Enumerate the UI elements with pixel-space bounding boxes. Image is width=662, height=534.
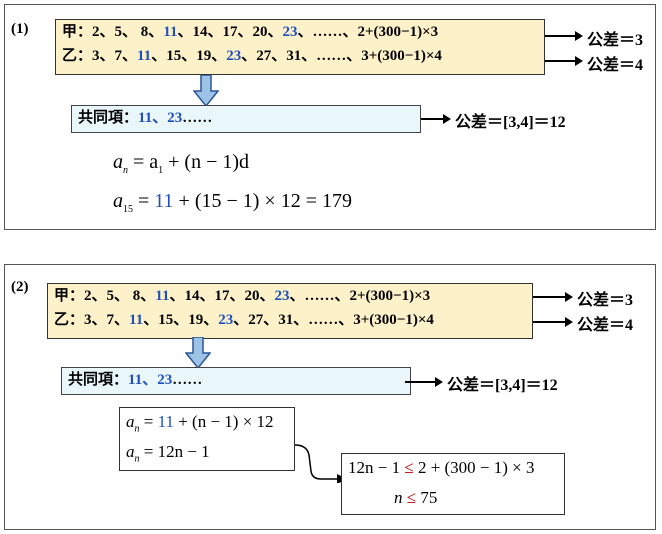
formula-text: = 12n − 1 bbox=[139, 442, 210, 461]
jia-prefix: 甲： bbox=[62, 24, 93, 40]
yi-term: 3、7、 bbox=[92, 48, 138, 64]
formula-text: + (n − 1) × 12 bbox=[173, 412, 274, 431]
formula-sub: n bbox=[134, 453, 140, 465]
less-equal-sign: ≤ bbox=[404, 458, 414, 477]
yi-prefix: 乙： bbox=[62, 48, 93, 64]
formula-text: = bbox=[139, 412, 158, 431]
common-ellipsis: …… bbox=[182, 110, 213, 126]
formula-text: + (15 − 1) × 12 = 179 bbox=[173, 190, 352, 212]
formula-sub: 15 bbox=[123, 204, 133, 215]
sequence-yi: 乙：3、7、11、15、19、23、27、31、……、3+(300−1)×4 bbox=[62, 44, 538, 68]
jia-common-term: 23 bbox=[274, 288, 290, 304]
jia-term: 、14、17、20、 bbox=[169, 288, 275, 304]
arrow-head bbox=[565, 317, 573, 327]
arrow-head bbox=[565, 292, 573, 302]
formula-text: 2 + (300 − 1) × 3 bbox=[413, 458, 535, 477]
arrow-line bbox=[533, 321, 567, 323]
common-term: 11 bbox=[128, 372, 143, 388]
sequence-jia: 甲：2、5、 8、11、14、17、20、23、……、2+(300−1)×3 bbox=[54, 284, 526, 308]
formula-text: = a bbox=[128, 151, 159, 173]
part-label: (1) bbox=[11, 21, 29, 37]
common-term: 11 bbox=[138, 110, 153, 126]
formula-sub: n bbox=[123, 165, 128, 176]
arrow-line bbox=[533, 296, 567, 298]
common-difference-jia: 公差＝3 bbox=[587, 32, 644, 49]
sequence-box: 甲：2、5、 8、11、14、17、20、23、……、2+(300−1)×3 乙… bbox=[55, 19, 545, 75]
formula-text: = bbox=[133, 190, 155, 212]
formula-text: 12n − 1 bbox=[348, 458, 405, 477]
common-terms-box: 共同項：11、23…… bbox=[71, 105, 421, 133]
down-arrow-icon bbox=[193, 75, 219, 107]
yi-common-term: 23 bbox=[226, 48, 242, 64]
jia-prefix: 甲： bbox=[54, 288, 85, 304]
arrow-line bbox=[421, 118, 445, 120]
formula-text: + (n − 1)d bbox=[163, 151, 250, 173]
arrow-line bbox=[545, 35, 577, 37]
formula-highlight: 11 bbox=[154, 190, 174, 212]
yi-term: 、27、31、……、3+(300−1)×4 bbox=[241, 48, 442, 64]
common-prefix: 共同項： bbox=[78, 110, 139, 126]
simplified-term-line: an = 12n − 1 bbox=[126, 442, 210, 464]
fifteenth-term-formula: a15 = 11 + (15 − 1) × 12 = 179 bbox=[113, 190, 352, 215]
common-prefix: 共同項： bbox=[68, 372, 129, 388]
formula-highlight: 11 bbox=[157, 412, 174, 431]
general-term-formula: an = a1 + (n − 1)d bbox=[113, 151, 249, 176]
inequality-box: 12n − 1 ≤ 2 + (300 − 1) × 3 n ≤ 75 bbox=[341, 453, 565, 515]
yi-prefix: 乙： bbox=[54, 312, 85, 328]
formula-sub: 1 bbox=[158, 165, 164, 176]
yi-term: 、15、19、 bbox=[151, 48, 227, 64]
yi-term: 、15、19、 bbox=[143, 312, 219, 328]
common-term: 23 bbox=[167, 110, 183, 126]
jia-common-term: 11 bbox=[155, 288, 170, 304]
jia-term: 2、5、 8、 bbox=[84, 288, 156, 304]
formula-sub: n bbox=[134, 423, 140, 435]
jia-term: 、……、2+(300−1)×3 bbox=[297, 24, 439, 40]
general-term-box: an = 11 + (n − 1) × 12 an = 12n − 1 bbox=[119, 407, 295, 471]
formula-var: a bbox=[113, 190, 123, 212]
common-separator: 、 bbox=[152, 110, 168, 126]
sequence-box: 甲：2、5、 8、11、14、17、20、23、……、2+(300−1)×3 乙… bbox=[47, 283, 533, 339]
common-term: 23 bbox=[157, 372, 173, 388]
yi-common-term: 23 bbox=[218, 312, 234, 328]
jia-term: 、……、2+(300−1)×3 bbox=[289, 288, 431, 304]
formula-var: a bbox=[126, 442, 135, 461]
result-line: n ≤ 75 bbox=[394, 488, 437, 508]
sequence-yi: 乙：3、7、11、15、19、23、27、31、……、3+(300−1)×4 bbox=[54, 308, 526, 332]
part-label: (2) bbox=[11, 279, 29, 295]
yi-common-term: 11 bbox=[137, 48, 152, 64]
arrow-line bbox=[545, 60, 577, 62]
panel-part-1: (1) 甲：2、5、 8、11、14、17、20、23、……、2+(300−1)… bbox=[4, 4, 656, 230]
common-difference-jia: 公差＝3 bbox=[577, 292, 634, 309]
arrow-head bbox=[435, 377, 443, 387]
panel-part-2: (2) 甲：2、5、 8、11、14、17、20、23、……、2+(300−1)… bbox=[4, 264, 656, 530]
common-difference-yi: 公差＝4 bbox=[587, 57, 644, 74]
arrow-head bbox=[575, 31, 583, 41]
common-difference-lcm: 公差＝[3,4]＝12 bbox=[455, 114, 566, 131]
common-terms-box: 共同項：11、23…… bbox=[61, 367, 411, 395]
sequence-jia: 甲：2、5、 8、11、14、17、20、23、……、2+(300−1)×3 bbox=[62, 20, 538, 44]
jia-common-term: 23 bbox=[282, 24, 298, 40]
inequality-line: 12n − 1 ≤ 2 + (300 − 1) × 3 bbox=[348, 458, 535, 478]
yi-term: 、27、31、……、3+(300−1)×4 bbox=[233, 312, 434, 328]
common-difference-lcm: 公差＝[3,4]＝12 bbox=[447, 377, 558, 394]
common-ellipsis: …… bbox=[172, 372, 203, 388]
yi-common-term: 11 bbox=[129, 312, 144, 328]
jia-common-term: 11 bbox=[163, 24, 178, 40]
formula-var: n bbox=[394, 488, 407, 507]
formula-var: a bbox=[113, 151, 123, 173]
jia-term: 、14、17、20、 bbox=[177, 24, 283, 40]
arrow-head bbox=[443, 114, 451, 124]
general-term-line: an = 11 + (n − 1) × 12 bbox=[126, 412, 274, 434]
arrow-line bbox=[405, 381, 437, 383]
yi-term: 3、7、 bbox=[84, 312, 130, 328]
formula-var: a bbox=[126, 412, 135, 431]
common-separator: 、 bbox=[142, 372, 158, 388]
less-equal-sign: ≤ bbox=[406, 488, 417, 507]
formula-text: 75 bbox=[416, 488, 438, 507]
common-difference-yi: 公差＝4 bbox=[577, 317, 634, 334]
arrow-head bbox=[575, 56, 583, 66]
jia-term: 2、5、 8、 bbox=[92, 24, 164, 40]
down-arrow-icon bbox=[185, 337, 211, 369]
